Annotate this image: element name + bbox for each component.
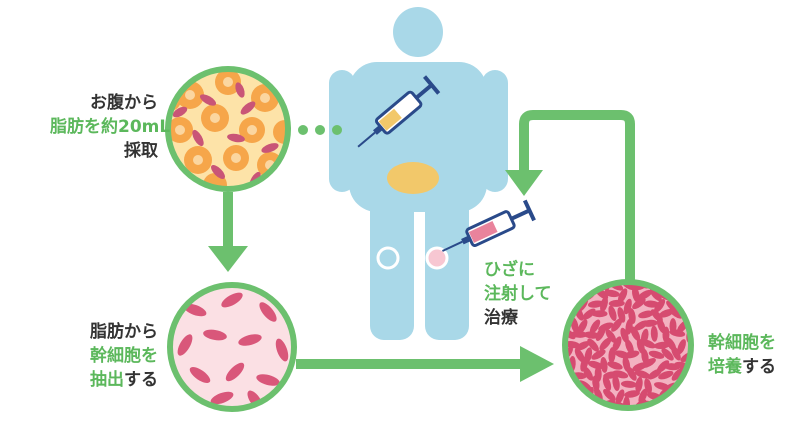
step2-line3-rest: する bbox=[124, 370, 158, 390]
cultured-cell bbox=[567, 396, 575, 413]
cultured-cell bbox=[555, 397, 567, 414]
cultured-cell bbox=[664, 277, 681, 291]
cultured-cell bbox=[678, 385, 693, 402]
abdomen-fat-spot bbox=[387, 162, 439, 194]
cultured-cell bbox=[673, 399, 690, 410]
step3-line1: 幹細胞を bbox=[708, 331, 776, 355]
cultured-cell bbox=[688, 295, 697, 312]
cultured-cell bbox=[682, 290, 699, 303]
cultured-cell bbox=[693, 389, 709, 397]
fat-tissue-circle bbox=[159, 69, 297, 197]
step2-line3-green: 抽出 bbox=[90, 370, 124, 390]
step2-label: 脂肪から 幹細胞を 抽出する bbox=[40, 320, 158, 392]
cultured-cell bbox=[687, 379, 704, 392]
cultured-cell bbox=[551, 286, 565, 303]
cultured-cell bbox=[689, 394, 704, 411]
step4-line2: 注射して bbox=[484, 282, 552, 306]
cultured-cell bbox=[574, 401, 591, 409]
step1-line3: 採取 bbox=[50, 139, 158, 163]
step4-line1: ひざに bbox=[484, 258, 552, 282]
cultured-cell bbox=[550, 310, 567, 323]
cultured-cell bbox=[577, 278, 588, 295]
arrow-return-head bbox=[505, 170, 543, 196]
step1-label: お腹から 脂肪を約20mL 採取 bbox=[50, 91, 158, 163]
cultured-cell bbox=[558, 289, 574, 305]
step3-line2-rest: する bbox=[742, 357, 776, 377]
cultured-cell bbox=[553, 279, 570, 291]
step2-line2: 幹細胞を bbox=[40, 344, 158, 368]
step1-line2: 脂肪を約20mL bbox=[50, 115, 158, 139]
step3-line2-green: 培養 bbox=[708, 357, 742, 377]
step4-line3: 治療 bbox=[484, 306, 552, 330]
cultured-cell bbox=[667, 396, 679, 413]
dotted-connector bbox=[298, 125, 342, 135]
cultured-cell bbox=[677, 277, 694, 293]
step3-label: 幹細胞を 培養する bbox=[708, 331, 776, 379]
cultured-cell bbox=[568, 277, 575, 293]
step1-line1: お腹から bbox=[50, 91, 158, 115]
cultured-cell bbox=[558, 297, 568, 314]
cultured-cell bbox=[685, 277, 702, 291]
cultured-cell bbox=[558, 387, 575, 402]
step2-line1: 脂肪から bbox=[40, 320, 158, 344]
step4-label: ひざに 注射して 治療 bbox=[484, 258, 552, 330]
arrow-return bbox=[524, 115, 630, 280]
cultured-cell bbox=[553, 381, 570, 393]
cultured-cell bbox=[693, 367, 703, 384]
cultured-cell-circle bbox=[550, 275, 710, 414]
arrow-right bbox=[296, 346, 554, 382]
cultured-cell bbox=[592, 310, 608, 317]
arrow-down bbox=[208, 192, 248, 272]
stem-cell-circle bbox=[170, 285, 294, 412]
